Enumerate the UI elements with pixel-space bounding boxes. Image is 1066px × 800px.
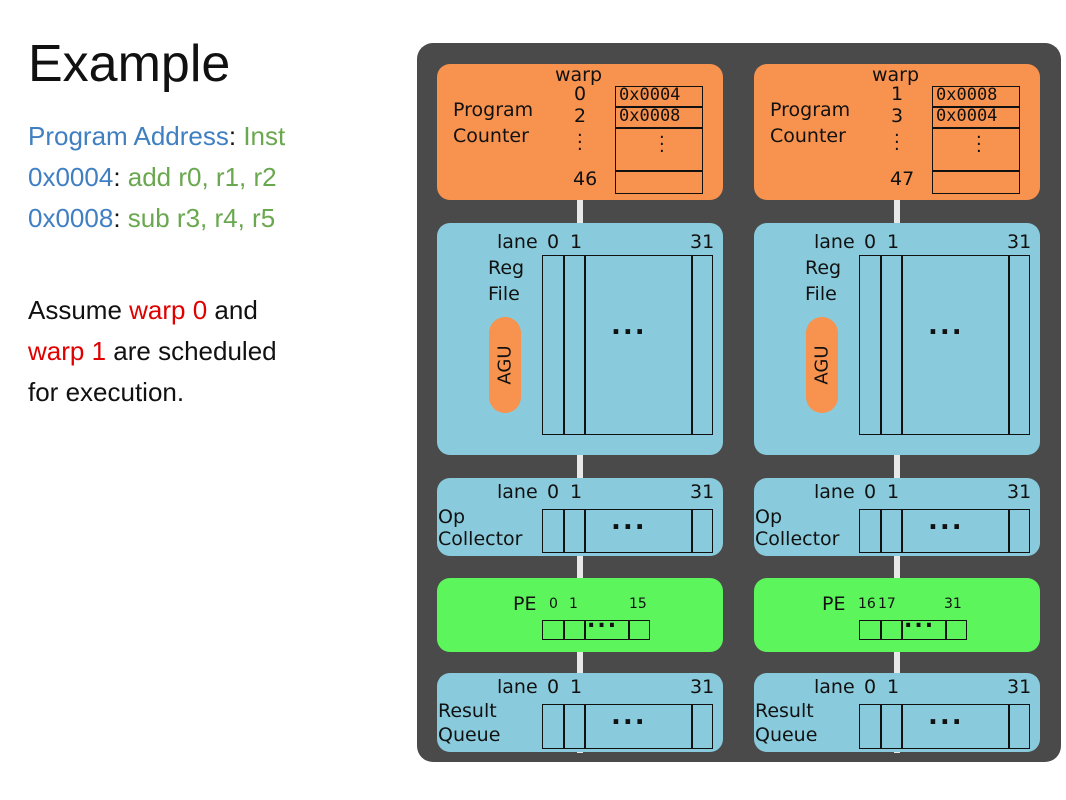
warp-header: warp [872, 64, 920, 86]
agu-unit: AGU [806, 317, 838, 413]
pipeline-connector [577, 193, 583, 753]
operand-collector-grid [859, 509, 1030, 553]
vertical-ellipsis: ··· [894, 125, 900, 160]
program-line: 0x0008: sub r3, r4, r5 [28, 203, 276, 233]
slide-title: Example [28, 35, 231, 93]
ellipsis: ... [611, 311, 647, 341]
pc-table [615, 86, 703, 194]
program-header: Program Address: Inst [28, 121, 286, 151]
warp-1-highlight: warp 1 [28, 336, 107, 366]
instruction-text: sub r3, r4, r5 [127, 203, 276, 233]
processing-element-block: PE 0 1 15 ... [437, 578, 723, 652]
ellipsis: ... [928, 311, 964, 341]
warp-header: warp [555, 64, 603, 86]
pc-address: 0x0004 [619, 85, 681, 105]
register-file-block: lane 0 1 31 Reg File AGU ... [754, 223, 1040, 455]
gpu-pipeline-diagram: Program Counter warp 0 2 ··· 46 0x0004 0… [417, 43, 1061, 762]
pc-address: 0x0008 [619, 106, 681, 126]
warp-id: 46 [573, 168, 598, 190]
program-counter-block: Program Counter warp 1 3 ··· 47 0x0008 0… [754, 64, 1040, 200]
register-file-grid [542, 255, 713, 435]
instruction-address: 0x0004 [28, 162, 114, 192]
warp-id: 47 [890, 168, 915, 190]
vertical-ellipsis: ··· [577, 125, 583, 160]
agu-unit: AGU [489, 317, 521, 413]
pipeline-column-0: Program Counter warp 0 2 ··· 46 0x0004 0… [417, 43, 723, 762]
warp-0-highlight: warp 0 [129, 295, 208, 325]
pc-address: 0x0008 [936, 85, 998, 105]
warp-id: 3 [891, 105, 904, 127]
program-listing: Program Address: Inst 0x0004: add r0, r1… [28, 116, 285, 239]
processing-element-block: PE 16 17 31 ... [754, 578, 1040, 652]
header-inst-label: Inst [243, 121, 286, 151]
pe-lanes [859, 620, 967, 640]
register-file-block: lane 0 1 31 Reg File AGU ... [437, 223, 723, 455]
operand-collector-grid [542, 509, 713, 553]
result-queue-block: lane 0 1 31 Result Queue ... [437, 673, 723, 752]
result-queue-grid [859, 704, 1030, 749]
result-queue-grid [542, 704, 713, 749]
pipeline-column-1: Program Counter warp 1 3 ··· 47 0x0008 0… [734, 43, 1040, 762]
assumption-text: Assume warp 0 and warp 1 are scheduled f… [28, 295, 277, 407]
warp-id: 1 [891, 83, 904, 105]
header-address-label: Program Address [28, 121, 229, 151]
operand-collector-block: lane 0 1 31 Op Collector ... [437, 478, 723, 556]
pipeline-connector [894, 193, 900, 753]
warp-id: 0 [574, 83, 587, 105]
operand-collector-block: lane 0 1 31 Op Collector ... [754, 478, 1040, 556]
program-line: 0x0004: add r0, r1, r2 [28, 162, 277, 192]
instruction-text: add r0, r1, r2 [127, 162, 277, 192]
pc-address: 0x0004 [936, 106, 998, 126]
pc-table [932, 86, 1020, 194]
register-file-grid [859, 255, 1030, 435]
warp-id: 2 [574, 105, 587, 127]
program-counter-block: Program Counter warp 0 2 ··· 46 0x0004 0… [437, 64, 723, 200]
instruction-address: 0x0008 [28, 203, 114, 233]
result-queue-block: lane 0 1 31 Result Queue ... [754, 673, 1040, 752]
pe-lanes [542, 620, 650, 640]
